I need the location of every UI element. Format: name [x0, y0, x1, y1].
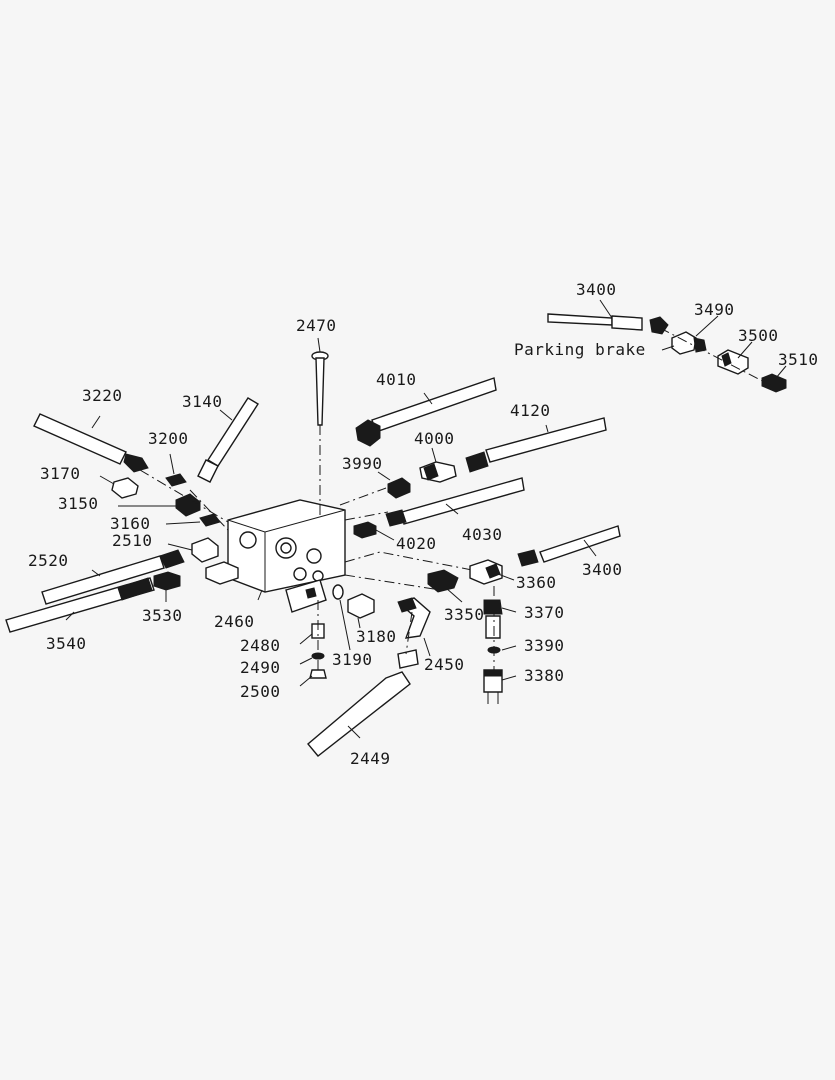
parking-brake-assembly — [547, 299, 787, 393]
label-3400-top: 3400 — [576, 280, 617, 299]
part-3530-fitting — [153, 571, 181, 602]
part-2460-valve-block — [227, 499, 346, 613]
label-3370: 3370 — [524, 603, 565, 622]
part-4010-hose — [355, 377, 497, 447]
label-3530: 3530 — [142, 606, 183, 625]
part-4030-hose — [385, 477, 525, 527]
part-2520-hose — [41, 549, 185, 605]
part-3490-fitting — [671, 315, 719, 355]
part-3990-fitting — [377, 471, 411, 499]
part-3140-hose — [197, 397, 259, 483]
part-3360-tee — [469, 559, 515, 585]
part-block-side-fitting — [205, 561, 239, 585]
part-4000-fitting — [419, 447, 457, 483]
label-2520: 2520 — [28, 551, 69, 570]
part-3350-fitting — [427, 569, 463, 603]
part-2500-nut — [299, 669, 327, 687]
parking-brake-annotation: Parking brake — [514, 340, 646, 359]
label-2510: 2510 — [112, 531, 153, 550]
label-3350: 3350 — [444, 605, 485, 624]
label-3160: 3160 — [110, 514, 151, 533]
label-3510: 3510 — [778, 350, 819, 369]
part-3160-fitting — [165, 513, 221, 527]
part-2480-plug — [299, 623, 325, 645]
label-2500: 2500 — [240, 682, 281, 701]
part-3170-fitting — [99, 475, 139, 499]
label-3140: 3140 — [182, 392, 223, 411]
label-4030: 4030 — [462, 525, 503, 544]
label-3170: 3170 — [40, 464, 81, 483]
label-3540: 3540 — [46, 634, 87, 653]
label-3500: 3500 — [738, 326, 779, 345]
callout-labels: 3400 3490 3500 3510 Parking brake 2470 4… — [28, 280, 819, 768]
label-3150: 3150 — [58, 494, 99, 513]
part-3370-fitting — [483, 599, 517, 639]
part-3180-fitting — [347, 593, 375, 629]
part-2470-bolt — [311, 337, 329, 515]
part-2450-elbow — [397, 597, 431, 657]
part-3500-fitting — [717, 341, 753, 375]
part-3400-right-hose — [517, 525, 621, 567]
part-2490-washer — [299, 652, 325, 665]
label-3490: 3490 — [694, 300, 735, 319]
part-3150-fitting — [118, 493, 201, 517]
label-3360: 3360 — [516, 573, 557, 592]
label-3990: 3990 — [342, 454, 383, 473]
part-4020-fitting — [353, 521, 395, 541]
label-3180: 3180 — [356, 627, 397, 646]
label-2449: 2449 — [350, 749, 391, 768]
label-2460: 2460 — [214, 612, 255, 631]
label-3400-right: 3400 — [582, 560, 623, 579]
part-3510-fitting — [761, 365, 787, 393]
label-3380: 3380 — [524, 666, 565, 685]
part-3540-hose — [5, 577, 155, 633]
label-2490: 2490 — [240, 658, 281, 677]
label-2450: 2450 — [424, 655, 465, 674]
part-3220-hose — [33, 413, 149, 473]
label-4120: 4120 — [510, 401, 551, 420]
part-3190-oring — [332, 584, 351, 651]
label-2480: 2480 — [240, 636, 281, 655]
part-2449-hose — [307, 649, 419, 757]
label-3200: 3200 — [148, 429, 189, 448]
label-4020: 4020 — [396, 534, 437, 553]
label-4010: 4010 — [376, 370, 417, 389]
label-2470: 2470 — [296, 316, 337, 335]
part-4120-hose — [465, 417, 607, 473]
label-3220: 3220 — [82, 386, 123, 405]
part-3390-oring — [487, 645, 517, 654]
label-3390: 3390 — [524, 636, 565, 655]
part-3380-switch — [483, 669, 517, 704]
part-3400-top-hose — [547, 299, 669, 335]
part-2510-fitting — [167, 537, 219, 563]
label-4000: 4000 — [414, 429, 455, 448]
part-3200-fitting — [165, 453, 187, 487]
label-3190: 3190 — [332, 650, 373, 669]
